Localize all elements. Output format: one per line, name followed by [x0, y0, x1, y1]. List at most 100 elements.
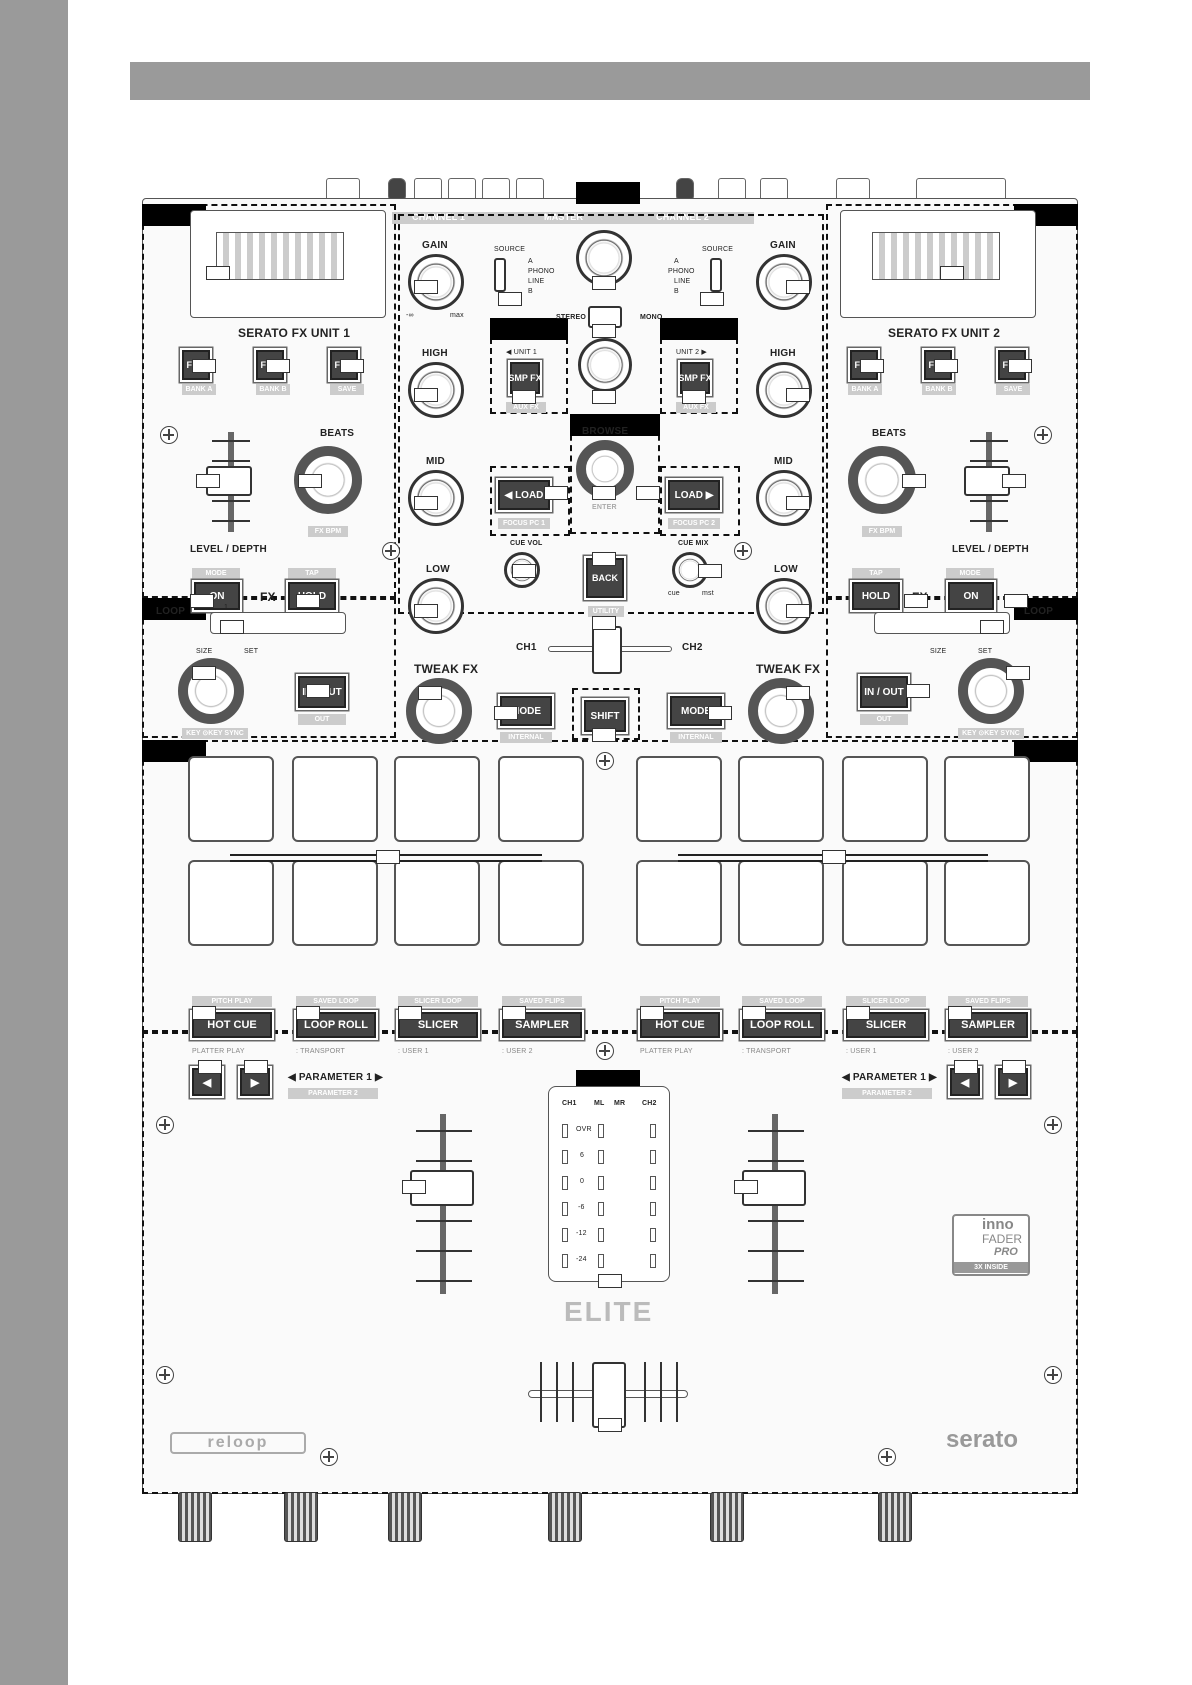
source-switch-ch2[interactable]: [710, 258, 722, 292]
screw-icon: [156, 1366, 174, 1384]
zone-label: [1014, 598, 1078, 620]
zone-performance-pads: [142, 740, 1078, 1032]
meter-led: [650, 1124, 656, 1138]
fx-bpm-label-2: FX BPM: [862, 526, 902, 537]
xfader-ch1-label: CH1: [516, 642, 537, 653]
source-label-2: SOURCE: [702, 246, 734, 253]
meter-led: [650, 1150, 656, 1164]
tweak-fx-encoder-1[interactable]: [406, 678, 472, 744]
callout-box: [954, 1060, 978, 1074]
callout-box: [948, 1006, 972, 1020]
tap-tag: TAP: [288, 568, 336, 579]
aux-fx-label: AUX FX: [506, 402, 546, 413]
xfader-tick: [660, 1362, 662, 1422]
callout-box: [402, 1180, 426, 1194]
callout-box: [786, 496, 810, 510]
pad[interactable]: [188, 860, 274, 946]
set-label-2: SET: [978, 648, 993, 655]
channel-2-label: CHANNEL 2: [656, 212, 710, 222]
zone-label: [576, 182, 640, 204]
loop-size-top: 1: [224, 604, 241, 611]
load-left-button[interactable]: ◀ LOAD: [498, 480, 550, 510]
channel-1-label: CHANNEL 1: [412, 212, 466, 222]
callout-box: [822, 850, 846, 864]
high-label-2: HIGH: [770, 348, 796, 359]
loop-in-out-button-2[interactable]: IN / OUT: [860, 676, 908, 708]
cue-mix-knob[interactable]: [672, 552, 708, 588]
loop-roll-button-2[interactable]: LOOP ROLL: [742, 1012, 822, 1038]
browse-label: BROWSE: [582, 426, 629, 437]
callout-box: [206, 266, 230, 280]
sampler-button-2[interactable]: SAMPLER: [948, 1012, 1028, 1038]
crossfader-cap[interactable]: [592, 626, 622, 674]
pad[interactable]: [188, 756, 274, 842]
fader-tick: [970, 460, 1008, 462]
callout-box: [418, 686, 442, 700]
pad[interactable]: [738, 860, 824, 946]
pad[interactable]: [636, 860, 722, 946]
pad[interactable]: [394, 860, 480, 946]
callout-box: [296, 594, 320, 608]
fader-tick: [212, 440, 250, 442]
pad[interactable]: [944, 756, 1030, 842]
cue-mix-label: CUE MIX: [678, 540, 709, 547]
fx-on-button-2[interactable]: ON: [948, 582, 994, 610]
meter-led: [598, 1150, 604, 1164]
callout-box: [340, 359, 364, 373]
pad[interactable]: [636, 756, 722, 842]
fader-tick: [416, 1160, 472, 1162]
fx-hold-button-2[interactable]: HOLD: [852, 582, 900, 610]
callout-box: [298, 474, 322, 488]
bank-a-label: BANK A: [182, 384, 216, 395]
zone-label: [570, 414, 660, 436]
meter-ch2: CH2: [642, 1100, 657, 1107]
fader-tick: [212, 520, 250, 522]
xfader-tick: [540, 1362, 542, 1422]
callout-box: [306, 684, 330, 698]
pad[interactable]: [944, 860, 1030, 946]
callout-box: [192, 359, 216, 373]
pad[interactable]: [292, 756, 378, 842]
level-depth-label: LEVEL / DEPTH: [190, 544, 267, 555]
foot: [548, 1492, 582, 1542]
channel-fader-1[interactable]: [410, 1170, 474, 1206]
callout-box: [1002, 1060, 1026, 1074]
fader-tick: [212, 500, 250, 502]
page-margin-bar: [0, 0, 68, 1685]
callout-box: [592, 324, 616, 338]
saved-loop-label: SAVED LOOP: [296, 996, 376, 1007]
fader-tick: [970, 520, 1008, 522]
fader-tick: [212, 460, 250, 462]
tweak-fx-encoder-2[interactable]: [748, 678, 814, 744]
pad[interactable]: [394, 756, 480, 842]
callout-box: [598, 1274, 622, 1288]
callout-box: [980, 620, 1004, 634]
pad[interactable]: [842, 860, 928, 946]
pad[interactable]: [498, 756, 584, 842]
pad[interactable]: [842, 756, 928, 842]
callout-box: [786, 604, 810, 618]
high-knob-ch2[interactable]: [756, 362, 812, 418]
pad[interactable]: [498, 860, 584, 946]
transport-label-2: : TRANSPORT: [742, 1048, 792, 1055]
zone-faders: [142, 1032, 1078, 1494]
callout-box: [592, 390, 616, 404]
source-switch-ch1[interactable]: [494, 258, 506, 292]
parameter-1-label: ◀ PARAMETER 1 ▶: [288, 1072, 383, 1083]
booth-knob[interactable]: [578, 338, 632, 392]
loop-encoder-1[interactable]: [178, 658, 244, 724]
fader-tick: [416, 1280, 472, 1282]
meter-mr: MR: [614, 1100, 626, 1107]
load-right-button[interactable]: LOAD ▶: [668, 480, 720, 510]
pad[interactable]: [738, 756, 824, 842]
source-b-2: B: [674, 288, 679, 295]
callout-box: [190, 594, 214, 608]
internal-label-2: INTERNAL: [670, 732, 722, 743]
slicer-button-2[interactable]: SLICER: [846, 1012, 926, 1038]
callout-box: [398, 1006, 422, 1020]
callout-box: [734, 1180, 758, 1194]
pad[interactable]: [292, 860, 378, 946]
zone-loop-1: [142, 598, 396, 738]
master-label: MASTER: [544, 212, 584, 222]
fader-tick: [748, 1250, 804, 1252]
